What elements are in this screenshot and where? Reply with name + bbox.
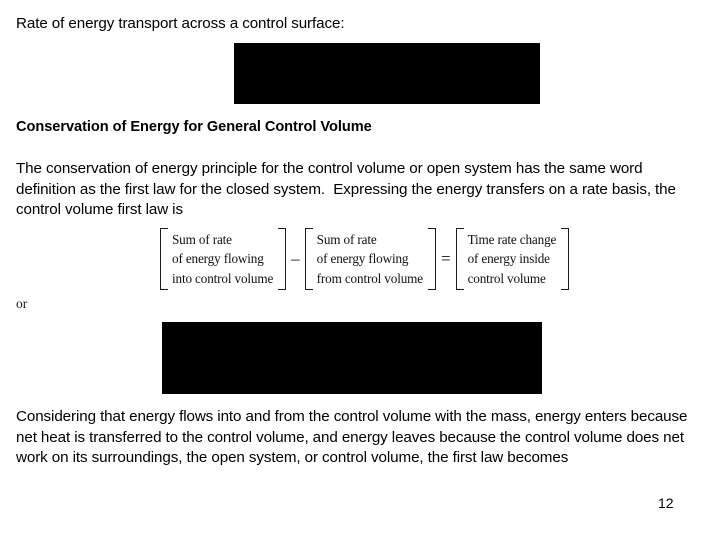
right-bracket-icon: [427, 228, 436, 290]
bracket-term-energy-in: Sum of rate of energy flowing into contr…: [160, 228, 287, 290]
bracket-line: from control volume: [316, 270, 423, 286]
bracket-term-lines: Sum of rate of energy flowing into contr…: [168, 228, 278, 290]
bracket-line: of energy inside: [467, 251, 550, 267]
page-number: 12: [658, 495, 674, 511]
word-equation: Sum of rate of energy flowing into contr…: [160, 228, 570, 290]
right-bracket-icon: [561, 228, 570, 290]
bracket-line: control volume: [467, 270, 546, 286]
equals-operator: =: [440, 249, 451, 268]
bracket-term-lines: Time rate change of energy inside contro…: [464, 228, 562, 290]
bracket-line: of energy flowing: [316, 251, 409, 267]
right-bracket-icon: [278, 228, 287, 290]
bracket-term-energy-change: Time rate change of energy inside contro…: [455, 228, 570, 290]
lead-line-text: Rate of energy transport across a contro…: [16, 15, 345, 32]
or-connector-label: or: [16, 296, 28, 311]
bracket-line: of energy flowing: [172, 251, 264, 267]
closing-paragraph: Considering that energy flows into and f…: [16, 408, 692, 466]
control-volume-first-law-equation-image: E E dE: [162, 322, 542, 394]
intro-paragraph: The conservation of energy principle for…: [16, 160, 680, 218]
bracket-term-lines: Sum of rate of energy flowing from contr…: [313, 228, 428, 290]
energy-transport-equation-image: E m: [234, 43, 540, 104]
page-title: Conservation of Energy for General Contr…: [16, 119, 372, 135]
bracket-line: Time rate change: [467, 231, 557, 247]
bracket-line: into control volume: [172, 270, 274, 286]
left-bracket-icon: [304, 228, 313, 290]
ghost-glyph-e-dot: E: [492, 103, 501, 105]
bracket-line: Sum of rate: [172, 231, 232, 247]
left-bracket-icon: [455, 228, 464, 290]
minus-operator: –: [291, 249, 300, 268]
bracket-line: Sum of rate: [316, 231, 377, 247]
left-bracket-icon: [160, 228, 168, 290]
bracket-term-energy-out: Sum of rate of energy flowing from contr…: [304, 228, 436, 290]
